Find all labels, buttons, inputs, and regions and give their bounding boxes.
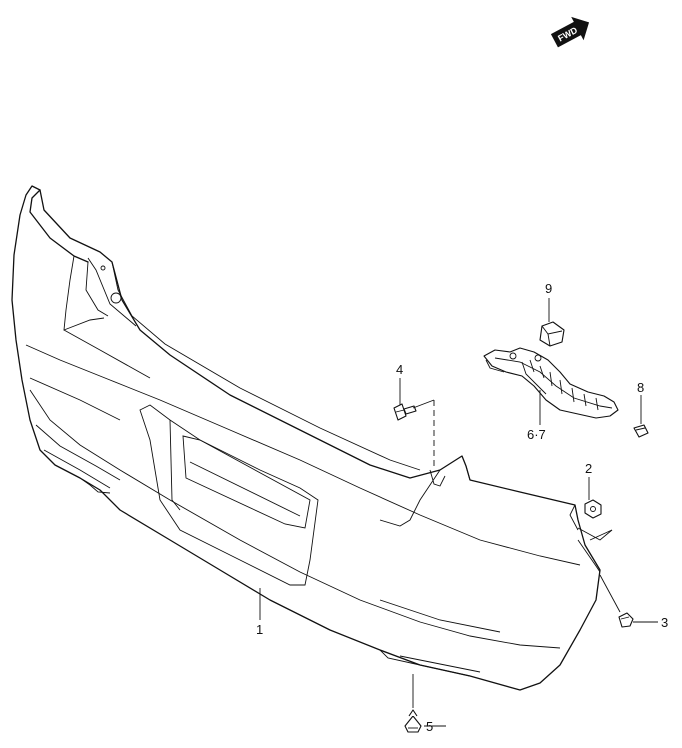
callout-6-7: 6·7: [527, 427, 546, 442]
leader-lines: [259, 298, 658, 727]
callout-2: 2: [585, 461, 592, 476]
push-clip-part-5: [404, 709, 422, 733]
fwd-direction-badge: FWD: [550, 16, 590, 48]
screw-part-3: [618, 612, 634, 628]
bolt-part-4: [393, 403, 417, 421]
bolt-part-8: [633, 424, 649, 438]
forward-arrow-icon: [550, 16, 590, 48]
callout-9: 9: [545, 281, 552, 296]
clip-nut-part-9: [539, 321, 565, 347]
callout-1: 1: [256, 622, 263, 637]
bumper-cover: [11, 185, 613, 691]
callout-8: 8: [637, 380, 644, 395]
callout-4: 4: [396, 362, 403, 377]
callout-3: 3: [661, 615, 668, 630]
callout-5: 5: [426, 719, 433, 734]
side-bracket-part-6-7: [483, 347, 619, 419]
nut-part-2: [584, 499, 602, 519]
